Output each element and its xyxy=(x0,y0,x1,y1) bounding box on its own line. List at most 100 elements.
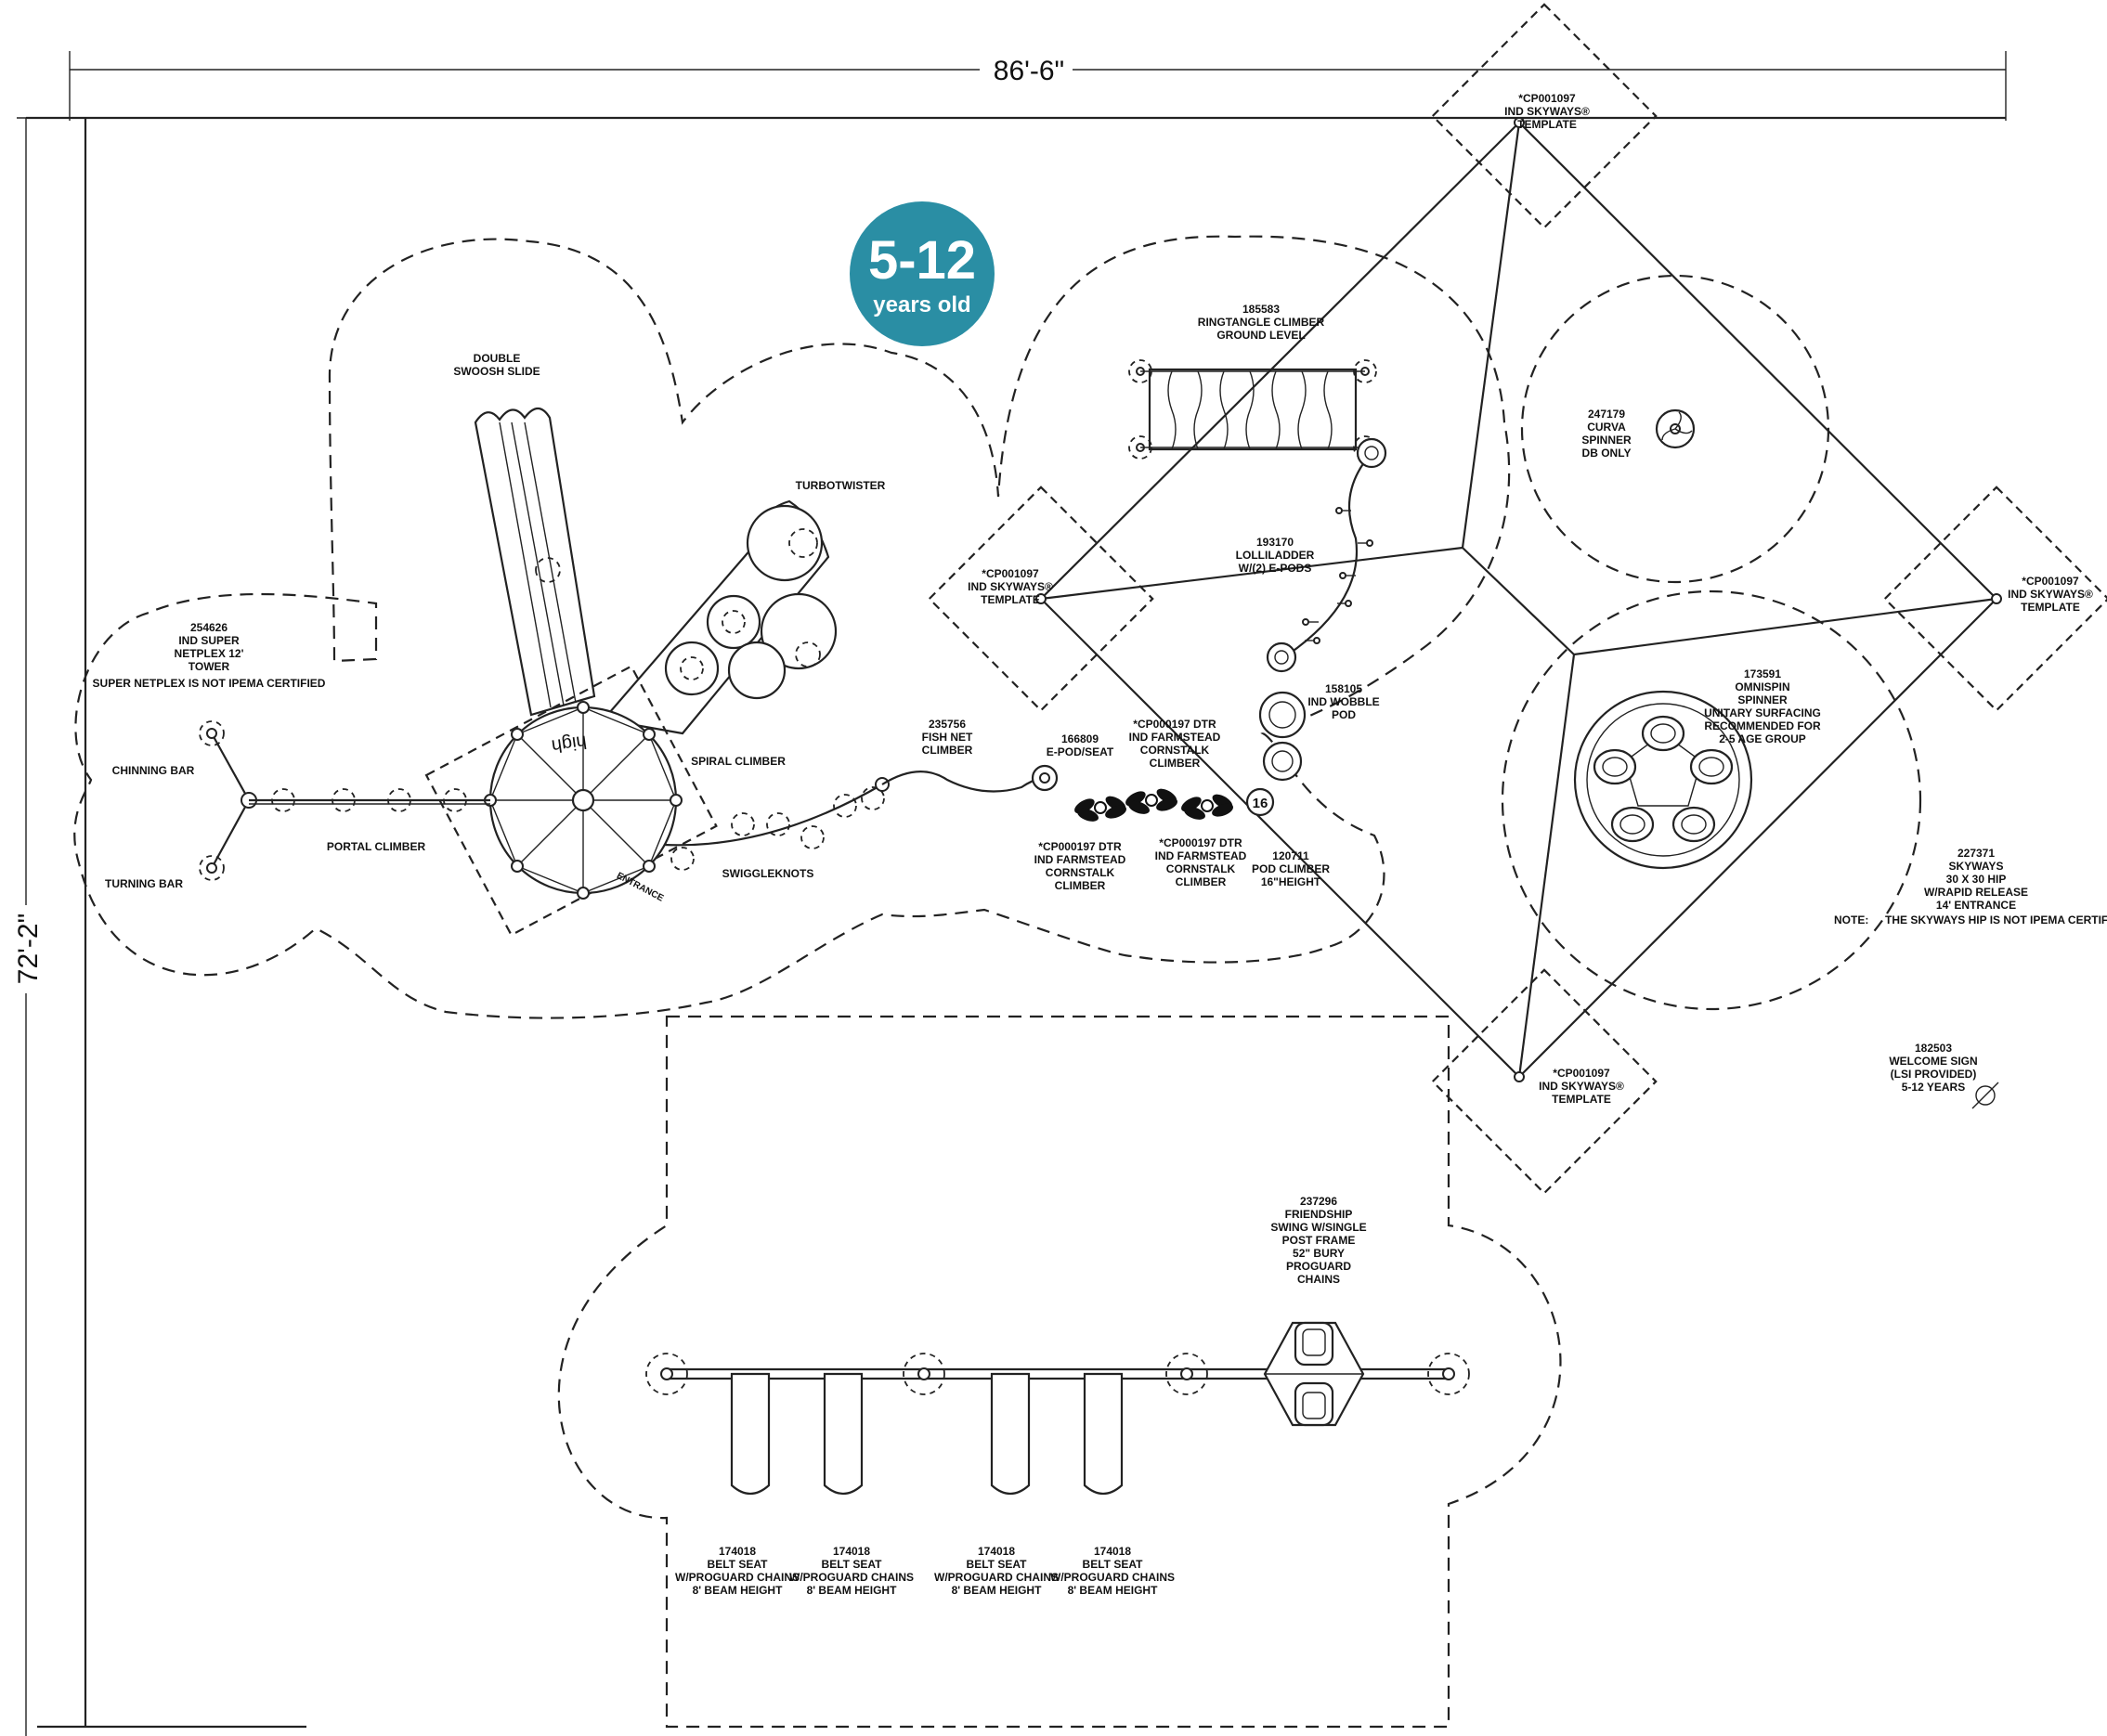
label-swiggleknots: SWIGGLEKNOTS xyxy=(722,867,814,880)
label-tower-l4: TOWER xyxy=(189,660,230,673)
label-cornstalk-top-l1: *CP000197 DTR xyxy=(1133,718,1216,731)
label-belt-seat-4-l1: 174018 xyxy=(1094,1545,1131,1558)
tower-entrance-label: ENTRANCE xyxy=(615,871,666,904)
label-cornstalk-top-l2: IND FARMSTEAD xyxy=(1129,731,1221,744)
label-skyways: 227371 SKYWAYS 30 X 30 HIP W/RAPID RELEA… xyxy=(1834,847,2107,926)
label-template-bottom-l1: *CP001097 xyxy=(1553,1067,1610,1080)
age-badge: 5-12 years old xyxy=(850,201,995,346)
label-friendship-swing-l3: SWING W/SINGLE xyxy=(1270,1221,1366,1234)
label-template-right: *CP001097 IND SKYWAYS® TEMPLATE xyxy=(2008,575,2093,614)
label-cornstalk-left-l3: CORNSTALK xyxy=(1046,866,1115,879)
label-cornstalk-right-l1: *CP000197 DTR xyxy=(1159,836,1242,849)
label-cornstalk-right-l2: IND FARMSTEAD xyxy=(1155,849,1247,862)
label-friendship-swing-l4: POST FRAME xyxy=(1282,1234,1356,1247)
height-dimension-label: 72'-2" xyxy=(13,913,44,984)
label-fish-net: 235756 FISH NET CLIMBER xyxy=(922,718,973,757)
label-cornstalk-top-l3: CORNSTALK xyxy=(1140,744,1210,757)
label-tower-l1: 254626 xyxy=(190,621,228,634)
label-lolliladder: 193170 LOLLILADDER W/(2) E-PODS xyxy=(1236,536,1315,575)
label-template-top-l2: IND SKYWAYS® xyxy=(1504,105,1590,118)
label-wobble-pod-l1: 158105 xyxy=(1325,682,1362,695)
use-zone-main xyxy=(73,235,1511,1019)
label-friendship-swing-l1: 237296 xyxy=(1300,1195,1337,1208)
tower-high-label: high xyxy=(551,731,589,756)
pod-climber: 16 xyxy=(1245,787,1275,817)
label-welcome-sign-l3: (LSI PROVIDED) xyxy=(1891,1068,1977,1081)
label-belt-seat-4-l2: BELT SEAT xyxy=(1083,1558,1144,1571)
cornstalk-climbers xyxy=(1074,788,1234,822)
label-template-right-l1: *CP001097 xyxy=(2022,575,2079,588)
label-friendship-swing-l7: CHAINS xyxy=(1297,1273,1340,1286)
pod-climber-tag: 16 xyxy=(1253,796,1268,811)
portal-climber xyxy=(249,788,490,812)
label-turbotwister: TURBOTWISTER xyxy=(796,479,886,492)
skyways-template-bottom xyxy=(1431,968,1658,1195)
label-belt-seat-3-l4: 8' BEAM HEIGHT xyxy=(952,1584,1043,1597)
label-epod-seat: 166809 E-POD/SEAT xyxy=(1047,732,1114,758)
double-swoosh-slide xyxy=(474,407,596,717)
label-curva: 247179 CURVA SPINNER DB ONLY xyxy=(1581,408,1632,460)
turbotwister xyxy=(601,499,838,735)
label-curva-l2: CURVA xyxy=(1587,421,1626,434)
label-welcome-sign-l1: 182503 xyxy=(1915,1042,1952,1055)
wobble-pod xyxy=(1258,691,1307,782)
label-omnispin-l1: 173591 xyxy=(1744,667,1781,680)
label-omnispin: 173591 OMNISPIN SPINNER UNITARY SURFACIN… xyxy=(1704,667,1821,745)
label-chinning-bar: CHINNING BAR xyxy=(112,764,195,777)
label-belt-seat-3: 174018 BELT SEAT W/PROGUARD CHAINS 8' BE… xyxy=(934,1545,1059,1597)
label-template-top-l1: *CP001097 xyxy=(1518,92,1576,105)
label-template-left-l1: *CP001097 xyxy=(982,567,1039,580)
use-zone-curva xyxy=(1520,274,1830,584)
label-curva-l4: DB ONLY xyxy=(1582,447,1632,460)
label-skyways-l3: 30 X 30 HIP xyxy=(1946,873,2007,886)
label-lolliladder-l2: LOLLILADDER xyxy=(1236,549,1315,562)
welcome-sign xyxy=(1971,1082,1999,1109)
label-fish-net-l3: CLIMBER xyxy=(922,744,973,757)
use-zone-omnispin xyxy=(1501,589,1922,1011)
label-template-left-l2: IND SKYWAYS® xyxy=(968,580,1053,593)
label-epod-seat-l1: 166809 xyxy=(1061,732,1099,745)
label-belt-seat-1-l3: W/PROGUARD CHAINS xyxy=(675,1571,800,1584)
label-cornstalk-left-l1: *CP000197 DTR xyxy=(1038,840,1122,853)
label-fish-net-l1: 235756 xyxy=(929,718,966,731)
use-zone-swings xyxy=(557,1015,1562,1729)
label-friendship-swing-l6: PROGUARD xyxy=(1286,1260,1351,1273)
label-omnispin-l5: RECOMMENDED FOR xyxy=(1704,719,1821,732)
label-template-left: *CP001097 IND SKYWAYS® TEMPLATE xyxy=(968,567,1053,606)
label-tower-l3: NETPLEX 12' xyxy=(175,647,244,660)
label-skyways-note: THE SKYWAYS HIP IS NOT IPEMA CERTIFIED xyxy=(1885,913,2107,926)
label-wobble-pod-l3: POD xyxy=(1332,708,1356,721)
label-ringtangle-l3: GROUND LEVEL xyxy=(1216,329,1305,342)
skyways-hip xyxy=(1035,117,2002,1082)
label-fish-net-l2: FISH NET xyxy=(922,731,973,744)
label-ringtangle-l1: 185583 xyxy=(1242,303,1280,316)
label-double-swoosh-l1: DOUBLE xyxy=(474,352,521,365)
label-belt-seat-4: 174018 BELT SEAT W/PROGUARD CHAINS 8' BE… xyxy=(1050,1545,1175,1597)
label-belt-seat-1-l1: 174018 xyxy=(719,1545,756,1558)
label-belt-seat-1-l2: BELT SEAT xyxy=(708,1558,769,1571)
omnispin-spinner xyxy=(1573,690,1753,870)
label-pod-climber: 120711 POD CLIMBER 16"HEIGHT xyxy=(1252,849,1330,888)
label-cornstalk-left-l2: IND FARMSTEAD xyxy=(1034,853,1126,866)
label-tower: 254626 IND SUPER NETPLEX 12' TOWER SUPER… xyxy=(93,621,326,690)
label-cornstalk-right-l3: CORNSTALK xyxy=(1166,862,1236,875)
label-belt-seat-4-l4: 8' BEAM HEIGHT xyxy=(1068,1584,1159,1597)
label-omnispin-l4: UNITARY SURFACING xyxy=(1704,706,1821,719)
label-friendship-swing-l2: FRIENDSHIP xyxy=(1285,1208,1353,1221)
label-belt-seat-3-l1: 174018 xyxy=(978,1545,1015,1558)
label-friendship-swing-l5: 52" BURY xyxy=(1293,1247,1345,1260)
label-cornstalk-left: *CP000197 DTR IND FARMSTEAD CORNSTALK CL… xyxy=(1034,840,1126,892)
ringtangle-climber xyxy=(1128,359,1377,460)
label-cornstalk-right: *CP000197 DTR IND FARMSTEAD CORNSTALK CL… xyxy=(1155,836,1247,888)
label-belt-seat-3-l2: BELT SEAT xyxy=(967,1558,1028,1571)
label-belt-seat-2-l1: 174018 xyxy=(833,1545,870,1558)
label-ringtangle: 185583 RINGTANGLE CLIMBER GROUND LEVEL xyxy=(1198,303,1325,342)
label-template-top: *CP001097 IND SKYWAYS® TEMPLATE xyxy=(1504,92,1590,131)
label-template-left-l3: TEMPLATE xyxy=(981,593,1040,606)
label-belt-seat-1-l4: 8' BEAM HEIGHT xyxy=(693,1584,784,1597)
label-template-bottom-l3: TEMPLATE xyxy=(1552,1093,1611,1106)
label-omnispin-l6: 2-5 AGE GROUP xyxy=(1719,732,1806,745)
label-omnispin-l3: SPINNER xyxy=(1737,693,1788,706)
label-template-bottom: *CP001097 IND SKYWAYS® TEMPLATE xyxy=(1539,1067,1624,1106)
